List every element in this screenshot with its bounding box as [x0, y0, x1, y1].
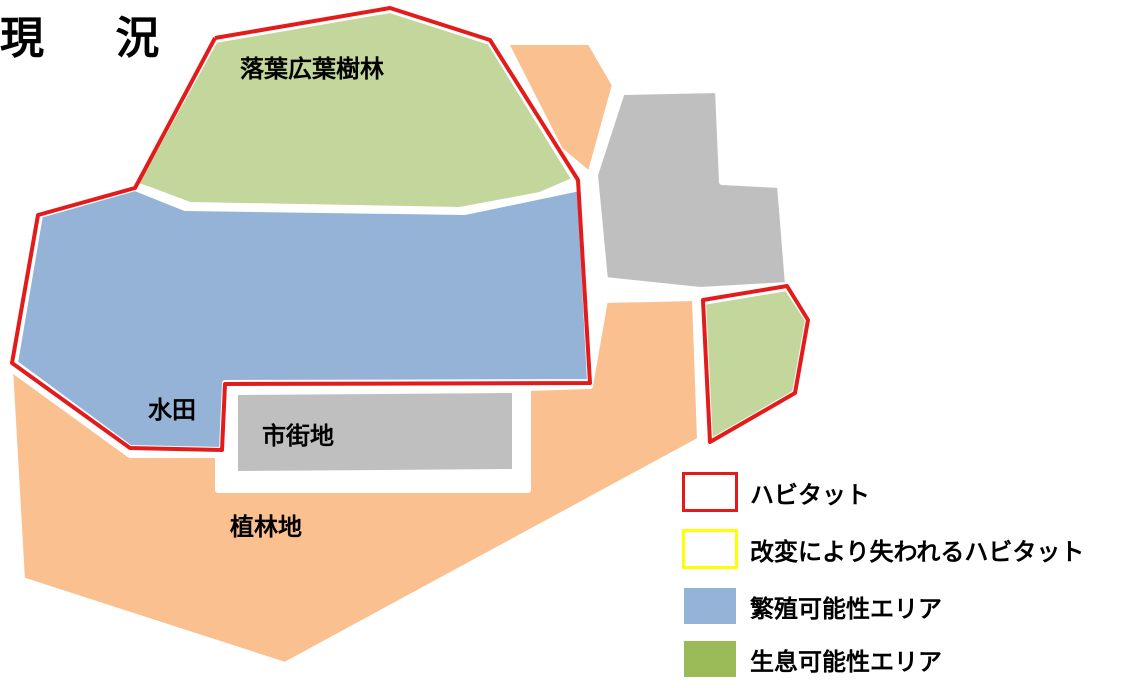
legend-item-habitat: ハビタット	[682, 470, 870, 514]
region-gray-area-northeast	[592, 87, 791, 293]
habitat-outline-main	[10, 6, 592, 452]
legend-item-habitat-area: 生息可能性エリア	[682, 637, 942, 681]
legend-item-lost-habitat: 改変により失われるハビタット	[682, 527, 1084, 571]
map-label-plantation-forest: 植林地	[230, 513, 302, 541]
map-label-paddy-field: 水田	[148, 396, 196, 424]
legend-swatch-red-outline	[682, 472, 738, 512]
region-urban-area	[232, 387, 518, 477]
habitat-outline-east	[701, 284, 810, 444]
legend-swatch-blue	[682, 586, 738, 626]
legend-swatch-yellow-outline	[682, 529, 738, 569]
page-title: 現 況	[0, 13, 188, 64]
legend-label: 繁殖可能性エリア	[750, 594, 942, 623]
region-small-green-area	[700, 285, 811, 445]
legend-label: ハビタット	[750, 480, 870, 509]
map-label-urban-area: 市街地	[262, 422, 334, 450]
region-orange-area-north	[502, 39, 618, 178]
legend-label: 改変により失われるハビタット	[750, 537, 1085, 566]
legend-item-breeding-area: 繁殖可能性エリア	[682, 584, 942, 628]
legend-label: 生息可能性エリア	[750, 647, 942, 676]
region-plantation-forest	[7, 295, 703, 668]
legend-swatch-green	[682, 639, 738, 679]
map-label-deciduous-forest: 落葉広葉樹林	[240, 55, 384, 83]
